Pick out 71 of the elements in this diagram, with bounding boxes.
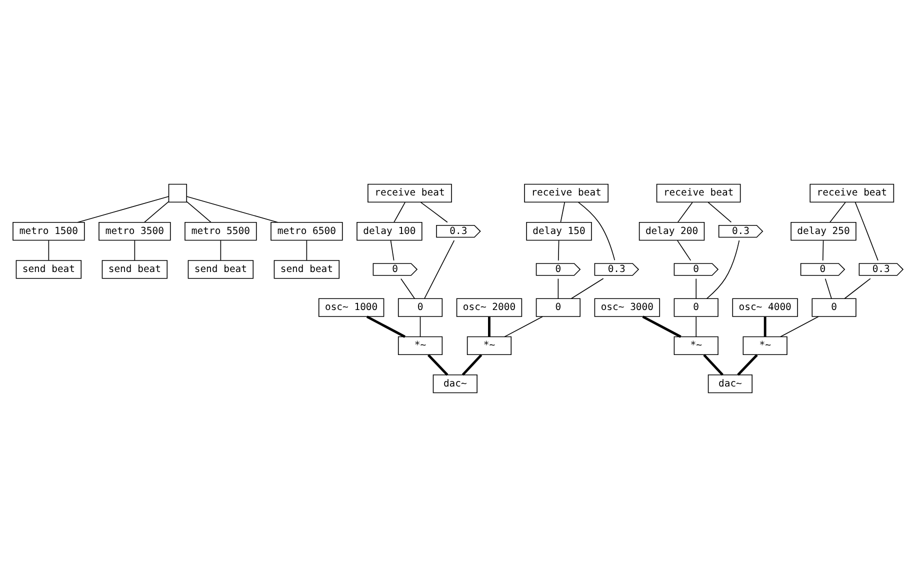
node-box: dac~	[432, 374, 478, 394]
node-box	[168, 184, 188, 202]
connector	[488, 316, 490, 337]
connector	[186, 201, 212, 223]
connector	[822, 240, 824, 261]
connector	[306, 240, 308, 261]
connector	[390, 240, 394, 261]
connector	[780, 316, 819, 338]
connector	[427, 354, 448, 376]
node-box: *~	[466, 336, 512, 356]
node-box: dac~	[708, 374, 752, 394]
connector	[77, 196, 170, 223]
node-box: send beat	[102, 260, 168, 279]
connector	[560, 202, 566, 223]
connector	[708, 202, 732, 223]
node-box: metro 5500	[184, 222, 257, 241]
connector	[642, 316, 682, 338]
node-box: receive beat	[656, 184, 741, 202]
node-box: delay 150	[526, 222, 592, 241]
node-box: osc~ 2000	[456, 298, 522, 317]
connector	[824, 278, 832, 299]
connector	[420, 202, 448, 223]
connector	[558, 240, 560, 261]
connector	[504, 316, 543, 338]
node-box: delay 200	[638, 222, 705, 241]
connector	[424, 240, 455, 299]
connector	[737, 354, 758, 376]
connector	[578, 202, 616, 261]
connector	[677, 202, 693, 223]
node-box: delay 100	[356, 222, 422, 241]
node-box: 0	[536, 298, 580, 317]
connector	[706, 240, 740, 299]
connector	[558, 278, 559, 299]
connector	[220, 240, 222, 261]
node-box: osc~ 1000	[318, 298, 384, 317]
connector	[186, 196, 278, 223]
connector	[394, 202, 406, 223]
node-box: receive beat	[368, 184, 452, 202]
connector	[829, 202, 846, 223]
connector	[48, 240, 50, 261]
node-box: *~	[742, 336, 788, 356]
connector	[844, 278, 871, 299]
node-box: 0	[674, 298, 718, 317]
connector	[571, 278, 604, 299]
node-box: delay 250	[790, 222, 856, 241]
connector	[696, 278, 697, 299]
connector	[764, 316, 766, 337]
node-box: metro 1500	[12, 222, 85, 241]
connector	[703, 354, 724, 376]
node-box: *~	[674, 336, 718, 356]
connector	[144, 201, 169, 223]
node-box: receive beat	[810, 184, 894, 202]
node-box: send beat	[16, 260, 82, 279]
connector	[400, 278, 416, 299]
node-box: receive beat	[524, 184, 608, 202]
node-box: metro 6500	[270, 222, 343, 241]
node-box: osc~ 3000	[594, 298, 660, 317]
connector	[677, 240, 692, 261]
node-box: 0	[398, 298, 443, 317]
node-box: send beat	[188, 260, 254, 279]
node-box: osc~ 4000	[732, 298, 798, 317]
connector	[134, 240, 136, 261]
node-box: metro 3500	[98, 222, 171, 241]
connector	[420, 316, 421, 338]
connector	[366, 316, 406, 338]
node-box: 0	[812, 298, 856, 317]
node-box: *~	[398, 336, 443, 356]
connector	[462, 354, 482, 376]
connector	[854, 202, 878, 261]
node-box: send beat	[274, 260, 340, 279]
connector	[696, 316, 697, 338]
